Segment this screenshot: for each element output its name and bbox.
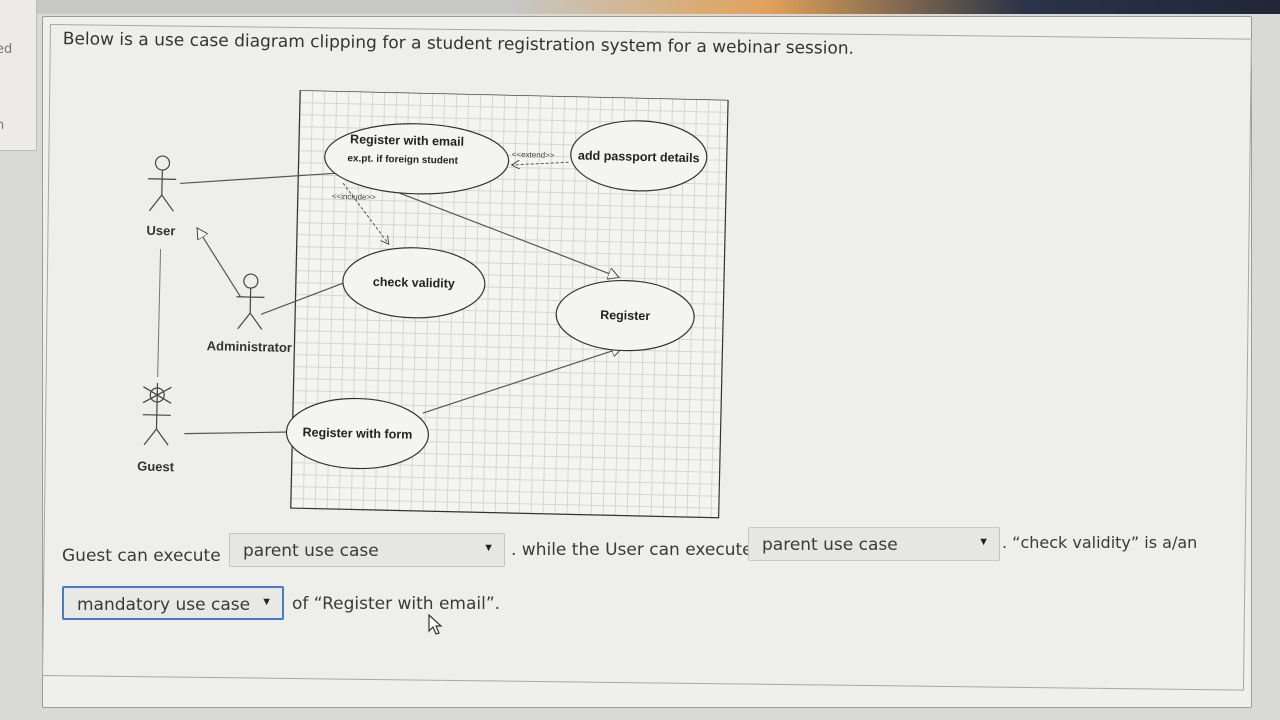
use-case-register-email-label: Register with email <box>350 132 464 149</box>
user-executes-dropdown-value: parent use case <box>762 535 898 555</box>
answer-text-2: . while the User can execute <box>511 540 753 560</box>
use-case-register <box>555 279 695 352</box>
check-validity-type-dropdown-value: mandatory use case <box>77 595 251 615</box>
use-case-register-email <box>324 123 510 195</box>
guest-register-form-link <box>184 431 291 435</box>
use-case-register-form <box>285 397 430 470</box>
use-case-add-passport-label: add passport details <box>578 148 700 165</box>
actor-administrator-label: Administrator <box>207 338 293 355</box>
check-validity-type-dropdown[interactable]: mandatory use case ▼ <box>62 586 284 620</box>
question-prompt: Below is a use case diagram clipping for… <box>62 29 855 59</box>
chevron-down-icon: ▼ <box>978 536 989 548</box>
include-dependency <box>342 182 390 244</box>
guest-executes-dropdown-value: parent use case <box>243 541 379 561</box>
side-panel: ed n <box>0 0 37 151</box>
admin-check-validity-link <box>260 280 349 315</box>
use-case-check-validity <box>342 247 486 319</box>
use-case-add-passport <box>570 120 708 192</box>
top-bar <box>0 0 1280 14</box>
actor-user <box>148 155 177 212</box>
user-register-email-link <box>180 172 339 185</box>
actor-guest-label: Guest <box>137 459 175 475</box>
use-case-diagram: <<extend>> <<include>> Register with ema… <box>90 86 740 550</box>
question-box: Below is a use case diagram clipping for… <box>42 24 1252 691</box>
actor-administrator <box>236 273 265 330</box>
extend-stereotype: <<extend>> <box>512 150 555 160</box>
register-email-generalization <box>397 191 621 277</box>
include-stereotype: <<include>> <box>332 192 377 202</box>
actor-guest <box>142 382 172 446</box>
user-guest-line <box>157 249 162 378</box>
use-case-register-form-label: Register with form <box>302 425 412 441</box>
guest-executes-dropdown[interactable]: parent use case ▼ <box>229 533 505 567</box>
system-boundary <box>290 89 729 519</box>
chevron-down-icon: ▼ <box>483 542 494 554</box>
side-text-top: ed <box>0 42 13 57</box>
answer-text-3: . “check validity” is a/an <box>1002 533 1198 552</box>
use-case-register-email-sublabel: ex.pt. if foreign student <box>347 153 458 167</box>
diagram-svg: <<extend>> <<include>> Register with ema… <box>137 89 729 519</box>
mouse-cursor-icon <box>428 614 443 635</box>
chevron-down-icon: ▼ <box>261 596 272 608</box>
use-case-check-validity-label: check validity <box>373 275 455 291</box>
user-executes-dropdown[interactable]: parent use case ▼ <box>748 527 1000 561</box>
use-case-register-label: Register <box>600 308 650 323</box>
actor-user-label: User <box>146 223 175 239</box>
extend-dependency <box>512 161 569 166</box>
answer-text-4: of “Register with email”. <box>292 594 501 614</box>
register-form-generalization <box>422 343 623 414</box>
side-text-mid: n <box>0 118 5 133</box>
admin-user-generalization <box>196 228 242 298</box>
answer-text-1: Guest can execute <box>62 546 221 566</box>
